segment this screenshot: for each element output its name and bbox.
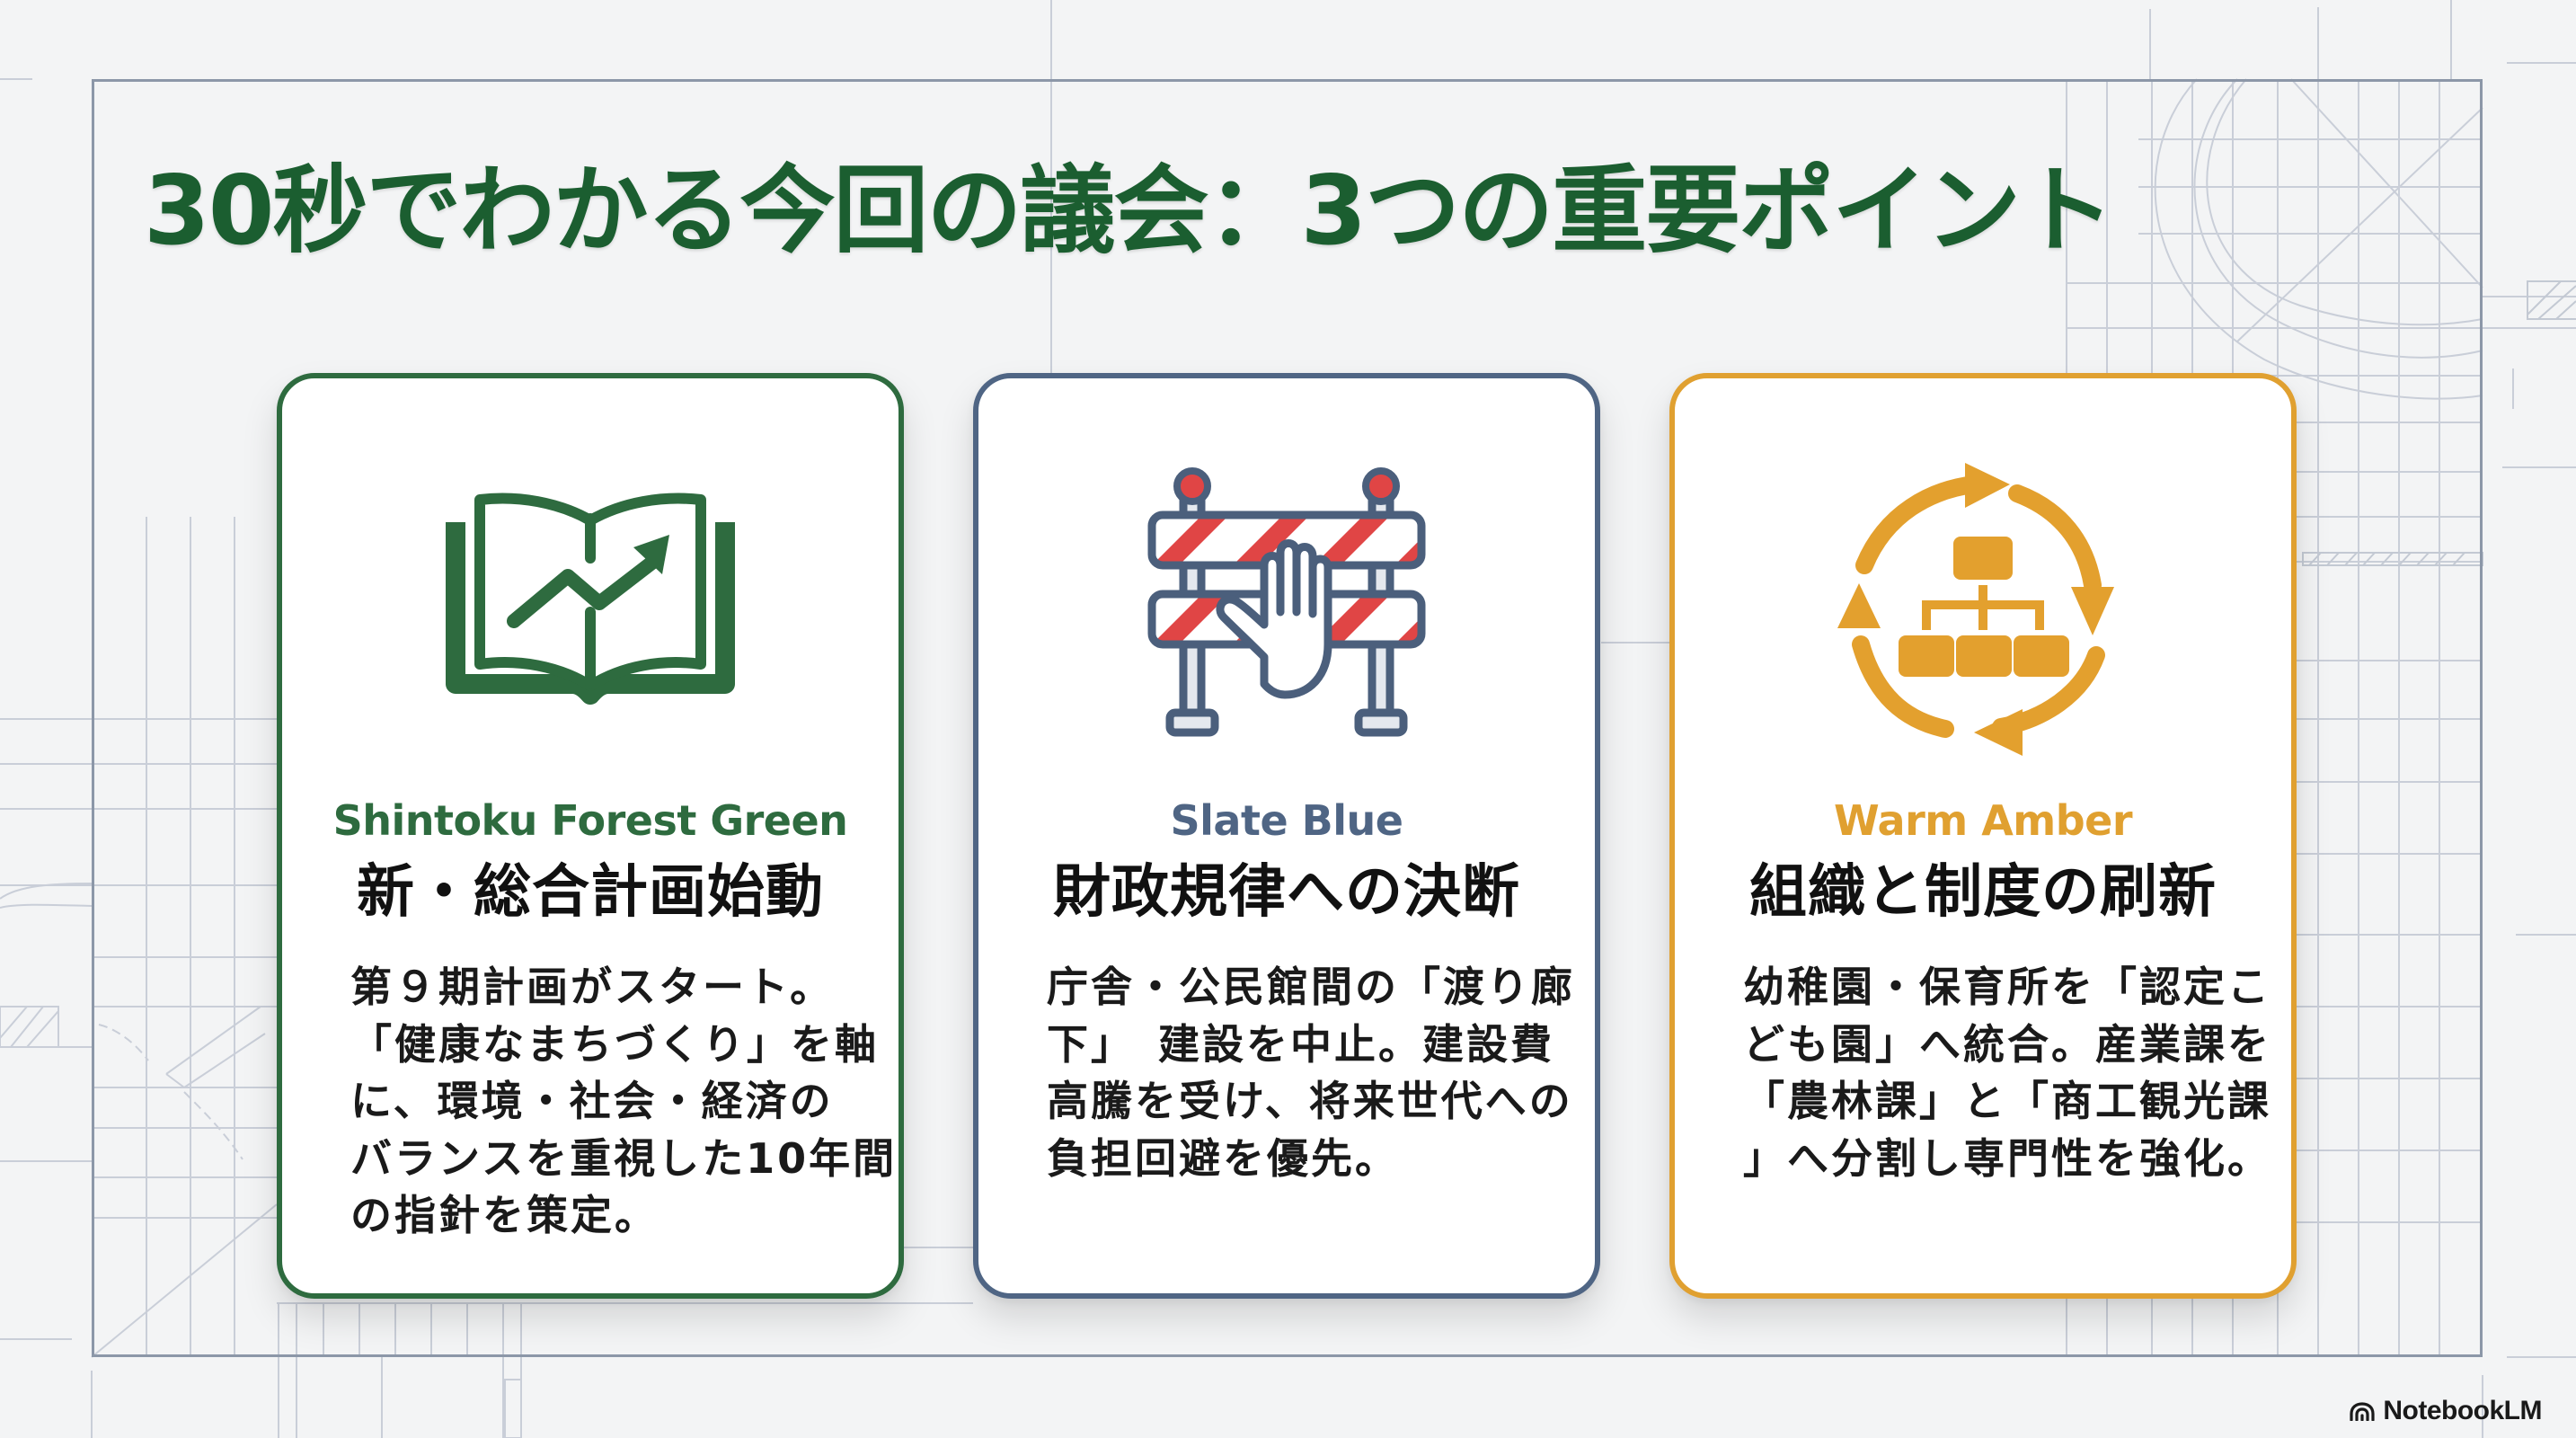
card-heading: 組織と制度の刷新 (1749, 859, 2217, 926)
card-body-line: 第９期計画がスタート。 (350, 963, 835, 1011)
card-body-line: バランスを重視した10年間 (350, 1133, 898, 1183)
org-chart-cycle-arrows-icon (1837, 463, 2114, 756)
notebooklm-watermark: NotebookLM (2349, 1396, 2542, 1426)
card-body: 第９期計画がスタート。 「健康なまちづくり」を軸 に、環境・社会・経済の バラン… (350, 959, 898, 1245)
card-heading: 新・総合計画始動 (357, 859, 824, 926)
card-fiscal-discipline: Slate Blue 財政規律への決断 庁舎・公民館間の「渡り廊 下」 建設を中… (973, 373, 1600, 1299)
card-body-line: の指針を策定。 (350, 1191, 659, 1239)
card-body-line: ども園」へ統合。産業課を (1743, 1019, 2271, 1069)
open-book-growth-chart-icon (446, 493, 735, 705)
card-body-line: 「農林課」と「商工観光課 (1743, 1077, 2271, 1125)
card-body-line: 」へ分割し専門性を強化。 (1743, 1133, 2271, 1183)
watermark-label: NotebookLM (2383, 1396, 2542, 1425)
notebooklm-logo-icon (2350, 1402, 2375, 1421)
card-body-line: 「健康なまちづくり」を軸 (350, 1019, 879, 1069)
card-body-line: 幼稚園・保育所を「認定こ (1743, 963, 2271, 1011)
card-accent-label: Slate Blue (1170, 796, 1403, 845)
card-body: 幼稚園・保育所を「認定こ ども園」へ統合。産業課を 「農林課」と「商工観光課 」… (1743, 959, 2271, 1187)
road-barrier-stop-hand-icon (1147, 467, 1426, 737)
card-body: 庁舎・公民館間の「渡り廊 下」 建設を中止。建設費 高騰を受け、将来世代への 負… (1047, 959, 1575, 1187)
card-new-comprehensive-plan: Shintoku Forest Green 新・総合計画始動 第９期計画がスター… (277, 373, 904, 1299)
card-body-line: 高騰を受け、将来世代への (1047, 1077, 1573, 1125)
slide-title: 30秒でわかる今回の議会：3つの重要ポイント (144, 155, 2114, 266)
card-body-line: 負担回避を優先。 (1047, 1133, 1399, 1183)
card-organization-reform: Warm Amber 組織と制度の刷新 幼稚園・保育所を「認定こ ども園」へ統合… (1669, 373, 2297, 1299)
card-accent-label: Shintoku Forest Green (332, 796, 848, 845)
card-heading: 財政規律への決断 (1053, 859, 1520, 926)
card-body-line: 下」 建設を中止。建設費 (1047, 1019, 1554, 1069)
slide-frame (92, 79, 2483, 1357)
card-body-line: 庁舎・公民館間の「渡り廊 (1047, 963, 1575, 1011)
card-accent-label: Warm Amber (1833, 796, 2133, 845)
card-body-line: に、環境・社会・経済の (350, 1077, 834, 1125)
